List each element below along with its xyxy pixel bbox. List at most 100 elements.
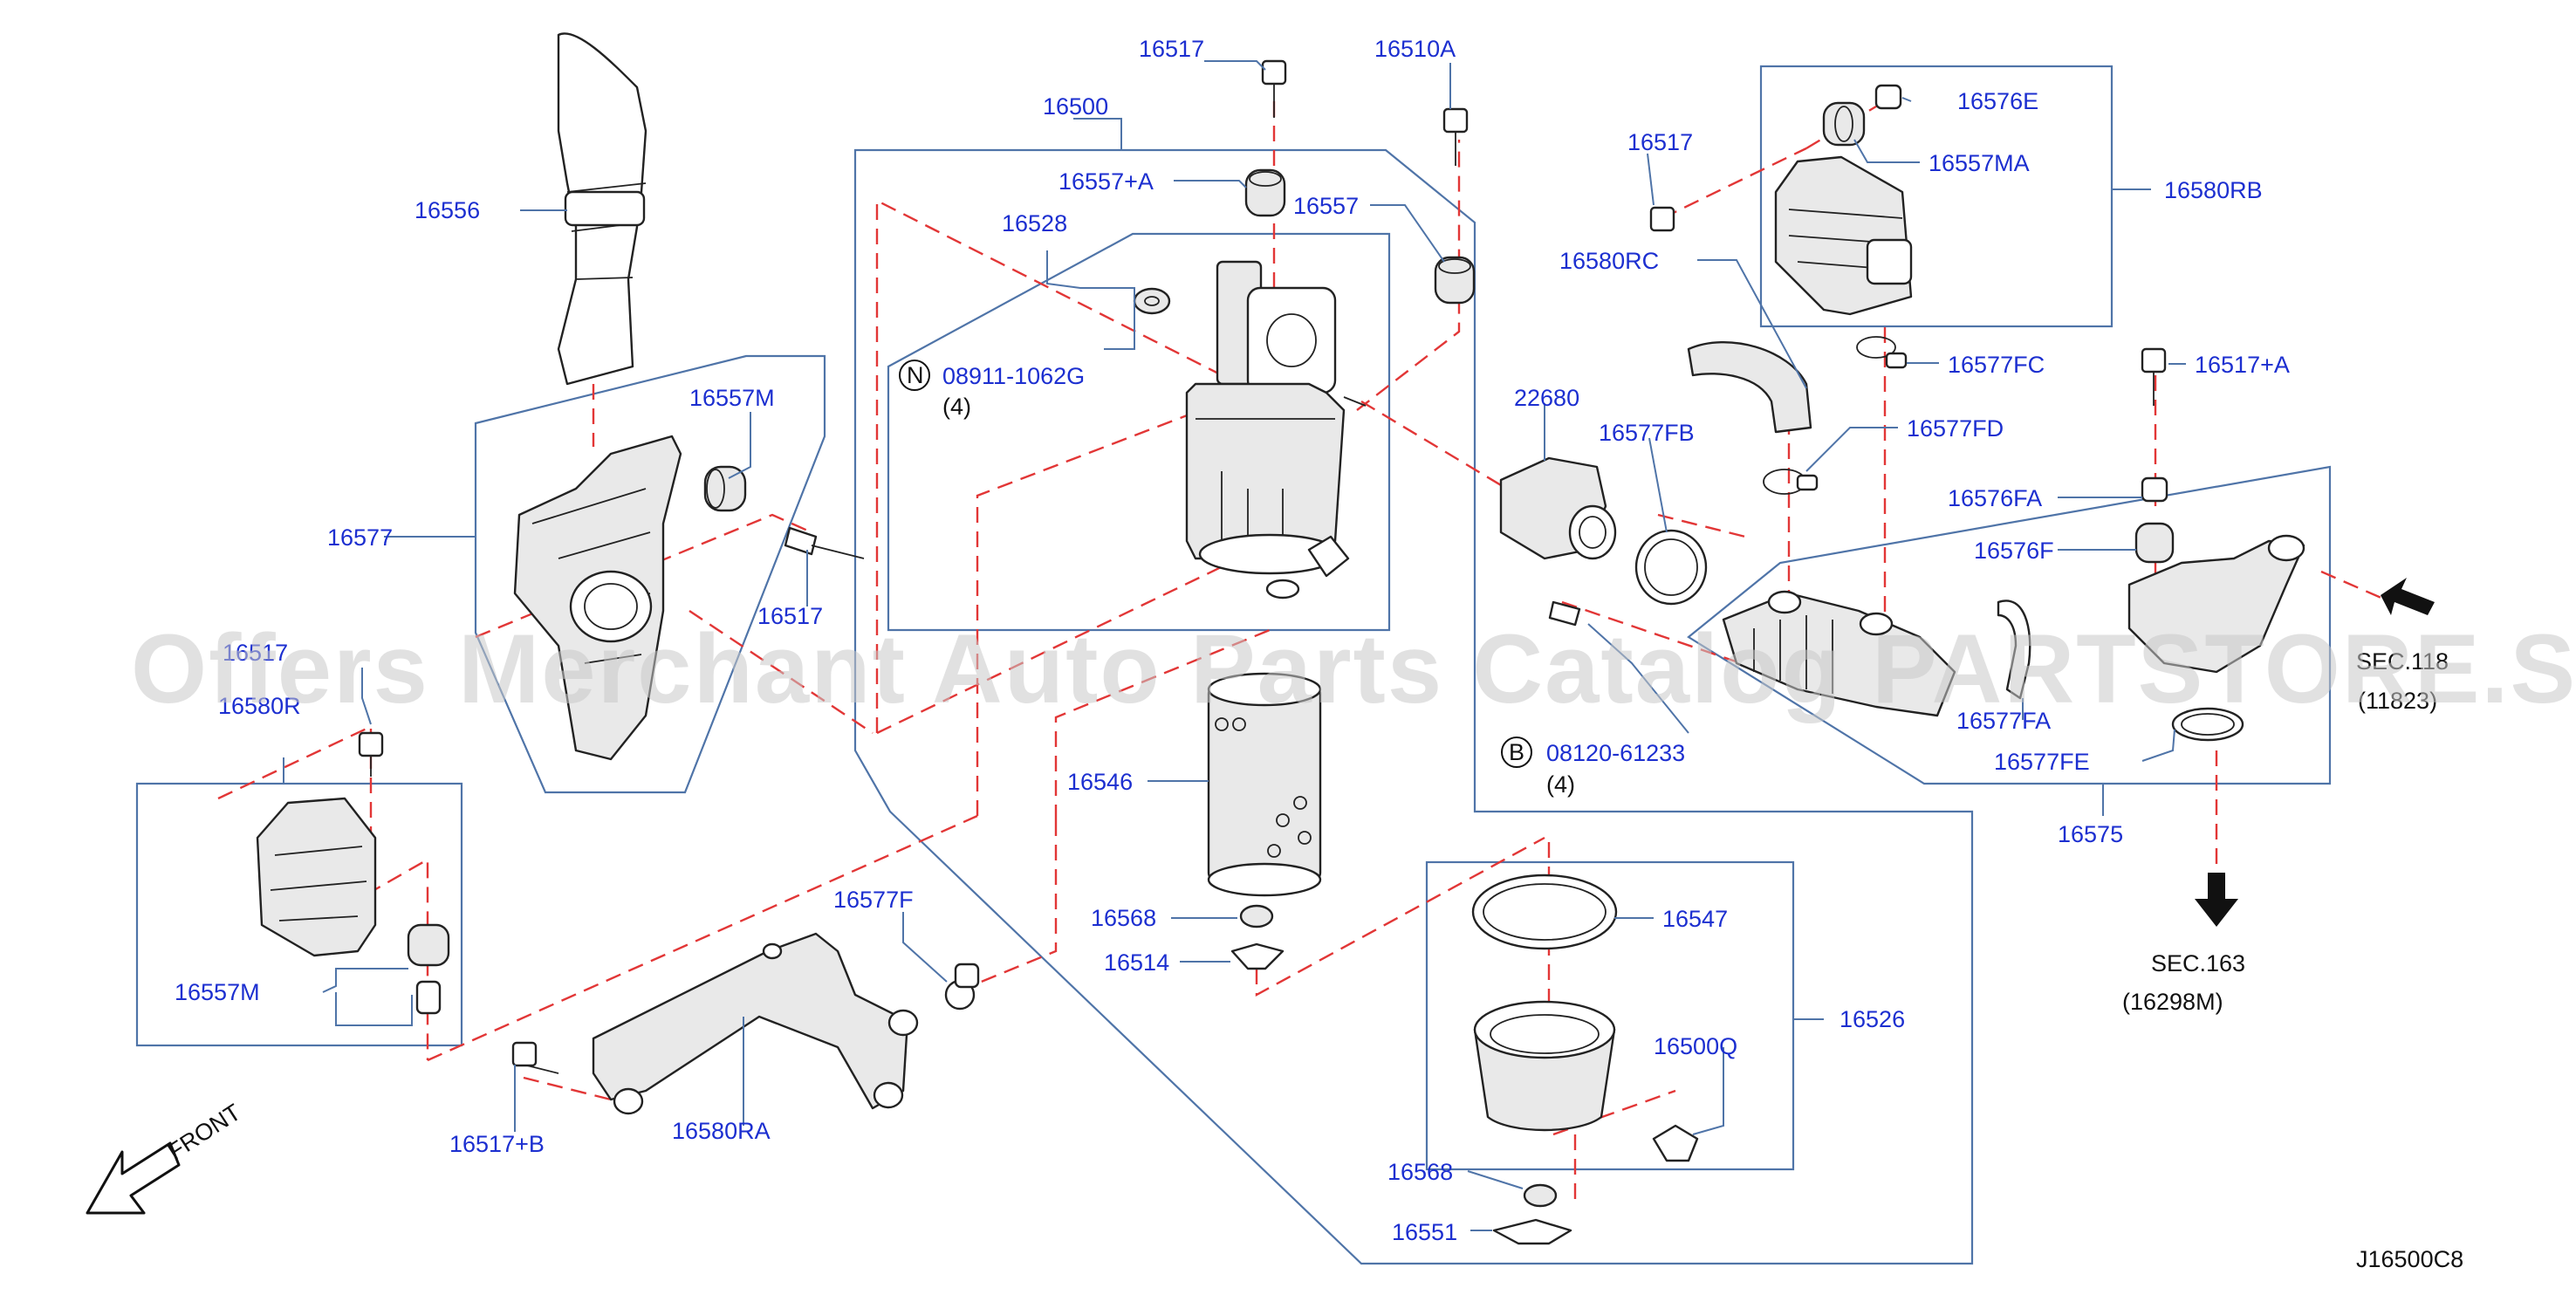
part-16577FB-clamp [1634,529,1708,606]
label-22680: 22680 [1514,385,1579,411]
label-16500Q: 16500Q [1654,1033,1737,1059]
label-16568-mid: 16568 [1091,905,1156,931]
part-16577FD-clamp [1763,469,1819,495]
part-16556-air-duct [557,32,647,386]
part-08911-nut [1133,287,1171,315]
part-16577-air-cleaner-cover [513,435,682,761]
part-16568-washer-mid [1239,904,1274,928]
label-16517B: 16517+B [449,1131,545,1157]
watermark: Offers Merchant Auto Parts Catalog PARTS… [131,614,2576,723]
sec-ref-right-top-sub: (11823) [2358,688,2437,714]
box-16577 [474,354,826,794]
label-16510A: 16510A [1374,36,1456,62]
label-16577FD: 16577FD [1907,415,2004,442]
label-16577F: 16577F [833,887,914,913]
label-16577FE: 16577FE [1994,749,2090,775]
box-16580RB [1759,65,2114,328]
part-16517-bolt-left [784,526,865,559]
n-symbol-circle [899,360,930,391]
box-16526 [1425,860,1795,1171]
part-16517-right-bolt [1649,206,1675,232]
label-16580R: 16580R [218,693,301,719]
part-16580R-bracket [256,731,450,1015]
part-16557-grommet [1434,256,1476,305]
label-08120-61233: 08120-61233 [1546,740,1685,766]
part-08120-bolt [1548,600,1581,627]
label-16568-bottom: 16568 [1387,1159,1453,1185]
label-16517-top: 16517 [1139,36,1204,62]
part-16517B-bolt [511,1041,559,1074]
part-16575-air-duct [1722,590,1956,717]
b-symbol-circle [1501,737,1532,768]
front-label: FRONT [163,1099,245,1165]
label-16577FB: 16577FB [1599,420,1695,446]
part-16557MA-grommet [1822,101,1866,147]
part-16500Q-valve [1652,1124,1699,1162]
part-16517-top-bolt [1261,59,1287,118]
label-16526: 16526 [1840,1006,1905,1032]
part-16526-lower-case [1473,1000,1616,1132]
label-16517-left: 16517 [757,603,823,629]
label-16500: 16500 [1043,93,1108,120]
part-16576E-bolt [1874,84,1902,110]
part-16510A-bolt [1442,107,1469,166]
part-16557M-grommet-top [703,465,747,512]
label-16577: 16577 [327,524,393,551]
part-resonator-right [2127,534,2305,674]
part-16514-wing-nut [1230,942,1285,970]
label-08911-1062G: 08911-1062G [942,363,1085,389]
part-16580RC-hose [1687,341,1812,434]
part-22680-mass-air-flow-sensor [1499,456,1617,560]
diagram-code: J16500C8 [2356,1246,2463,1272]
label-16576FA: 16576FA [1948,485,2042,511]
label-16528: 16528 [1002,210,1067,236]
part-16576F-grommet [2134,522,2175,564]
part-16551-wing-nut [1492,1218,1572,1245]
leader-lines [283,60,2186,1231]
label-16580RB: 16580RB [2164,177,2263,203]
label-16517-right: 16517 [1627,129,1693,155]
label-n-qty: (4) [942,394,971,420]
sec-arrow-right-icon [2381,578,2435,615]
sec-ref-bottom: SEC.163 [2151,950,2245,976]
part-16576FA-bolt [2141,476,2168,503]
part-16557A-grommet [1244,168,1286,217]
box-16528 [887,232,1391,632]
label-16576F: 16576F [1974,538,2054,564]
b-symbol: B [1509,739,1524,765]
label-16557M-top: 16557M [689,385,775,411]
label-16575: 16575 [2058,821,2123,847]
part-16577FE-clamp [2171,707,2244,742]
label-16551: 16551 [1392,1219,1457,1245]
part-16580RA-bracket [592,932,919,1115]
label-16546: 16546 [1067,769,1133,795]
part-16547-seal-ring [1471,874,1618,950]
sec-ref-right-top: SEC.118 [2356,648,2449,675]
label-16557A: 16557+A [1058,168,1154,195]
part-16568-washer-bottom [1523,1183,1558,1208]
n-symbol: N [907,362,924,388]
label-16577FA: 16577FA [1956,708,2051,734]
box-16575 [1687,465,2332,785]
label-16556: 16556 [414,197,480,223]
sec-ref-bottom-sub: (16298M) [2122,989,2223,1015]
label-16517A: 16517+A [2195,352,2290,378]
label-16576E: 16576E [1957,88,2038,114]
label-16514: 16514 [1104,949,1169,976]
dashed-assembly-lines [217,94,2392,1204]
box-16580R [135,782,463,1047]
part-16580RB-bracket [1774,155,1913,316]
sec-arrow-down-icon [2195,873,2238,927]
part-16577FC-clamp [1856,336,1908,369]
part-16577FA-clamp [1997,600,2031,700]
label-16547: 16547 [1662,906,1728,932]
part-16517A-bolt [2141,347,2167,406]
label-16580RC: 16580RC [1559,248,1659,274]
part-16546-filter-element [1207,672,1322,897]
box-16500-assembly [853,148,1974,1265]
label-16517-farleft: 16517 [223,640,288,666]
part-labels: 16556 16557M 16577 16517 16517 16580R 16… [163,36,2463,1272]
part-16528-resonator [1185,260,1367,600]
label-16557: 16557 [1293,193,1359,219]
